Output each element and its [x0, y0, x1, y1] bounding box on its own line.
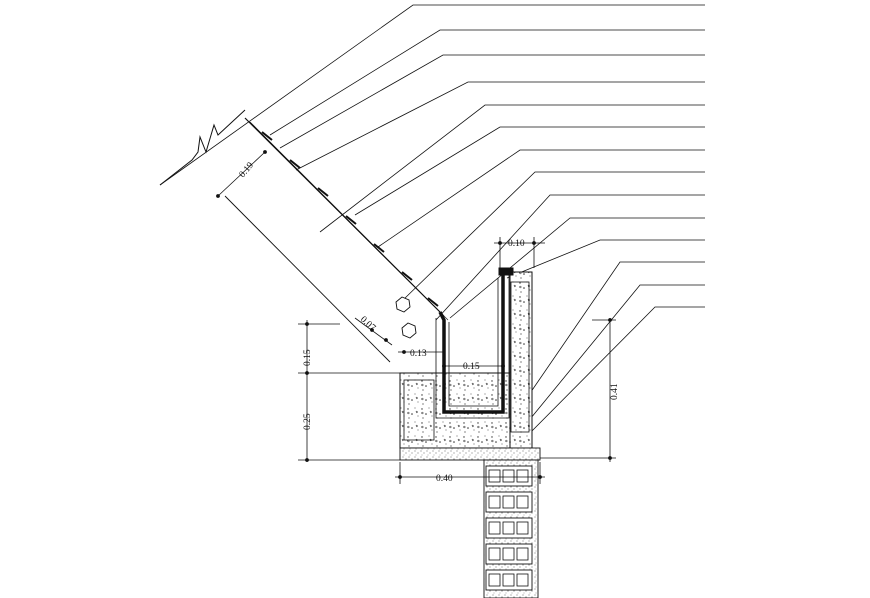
callout-leaders — [159, 4, 705, 441]
dim-gutter-inner — [442, 364, 505, 368]
callout-leader-4 — [295, 81, 705, 171]
dim-label-gutter-width: 0.10 — [508, 239, 525, 249]
masonry-blocks — [483, 459, 539, 598]
dim-label-right-height: 0.41 — [610, 383, 620, 400]
dim-base-width — [395, 462, 545, 484]
dim-left-heights — [298, 320, 400, 462]
callout-leader-10 — [449, 217, 705, 319]
gutter-concrete-base — [399, 271, 533, 449]
callout-leader-11 — [506, 239, 705, 279]
callout-leader-6 — [354, 126, 705, 216]
callout-leader-2 — [269, 29, 705, 136]
dim-gutter-offset — [398, 350, 444, 354]
dim-label-slope-top: 0.19 — [238, 161, 257, 180]
base-grout — [399, 447, 541, 461]
callout-leader-13 — [516, 284, 705, 436]
callout-leader-12 — [512, 261, 705, 419]
dim-label-base-width: 0.40 — [436, 474, 453, 484]
callout-leader-5 — [319, 104, 705, 233]
dim-label-left-upper: 0.15 — [303, 349, 313, 366]
dim-slope-top — [216, 150, 267, 198]
callout-leader-8 — [402, 171, 705, 301]
callout-leader-3 — [279, 54, 705, 149]
dim-label-gutter-inner: 0.15 — [463, 362, 480, 372]
dim-slope-bottom — [354, 317, 393, 346]
callout-leader-9 — [435, 194, 705, 321]
dim-label-gutter-offset: 0.13 — [410, 349, 427, 359]
bolt-icon — [395, 296, 417, 339]
dim-label-slope-bottom: 0.07 — [358, 315, 377, 334]
roof-panel — [224, 117, 449, 363]
callout-leader-1 — [159, 4, 705, 186]
dim-label-left-lower: 0.25 — [303, 413, 313, 430]
callout-leader-7 — [377, 149, 705, 248]
dim-gutter-width — [494, 237, 545, 268]
dim-right-height — [540, 318, 616, 462]
break-line — [159, 109, 246, 186]
callout-leader-14 — [522, 306, 705, 441]
